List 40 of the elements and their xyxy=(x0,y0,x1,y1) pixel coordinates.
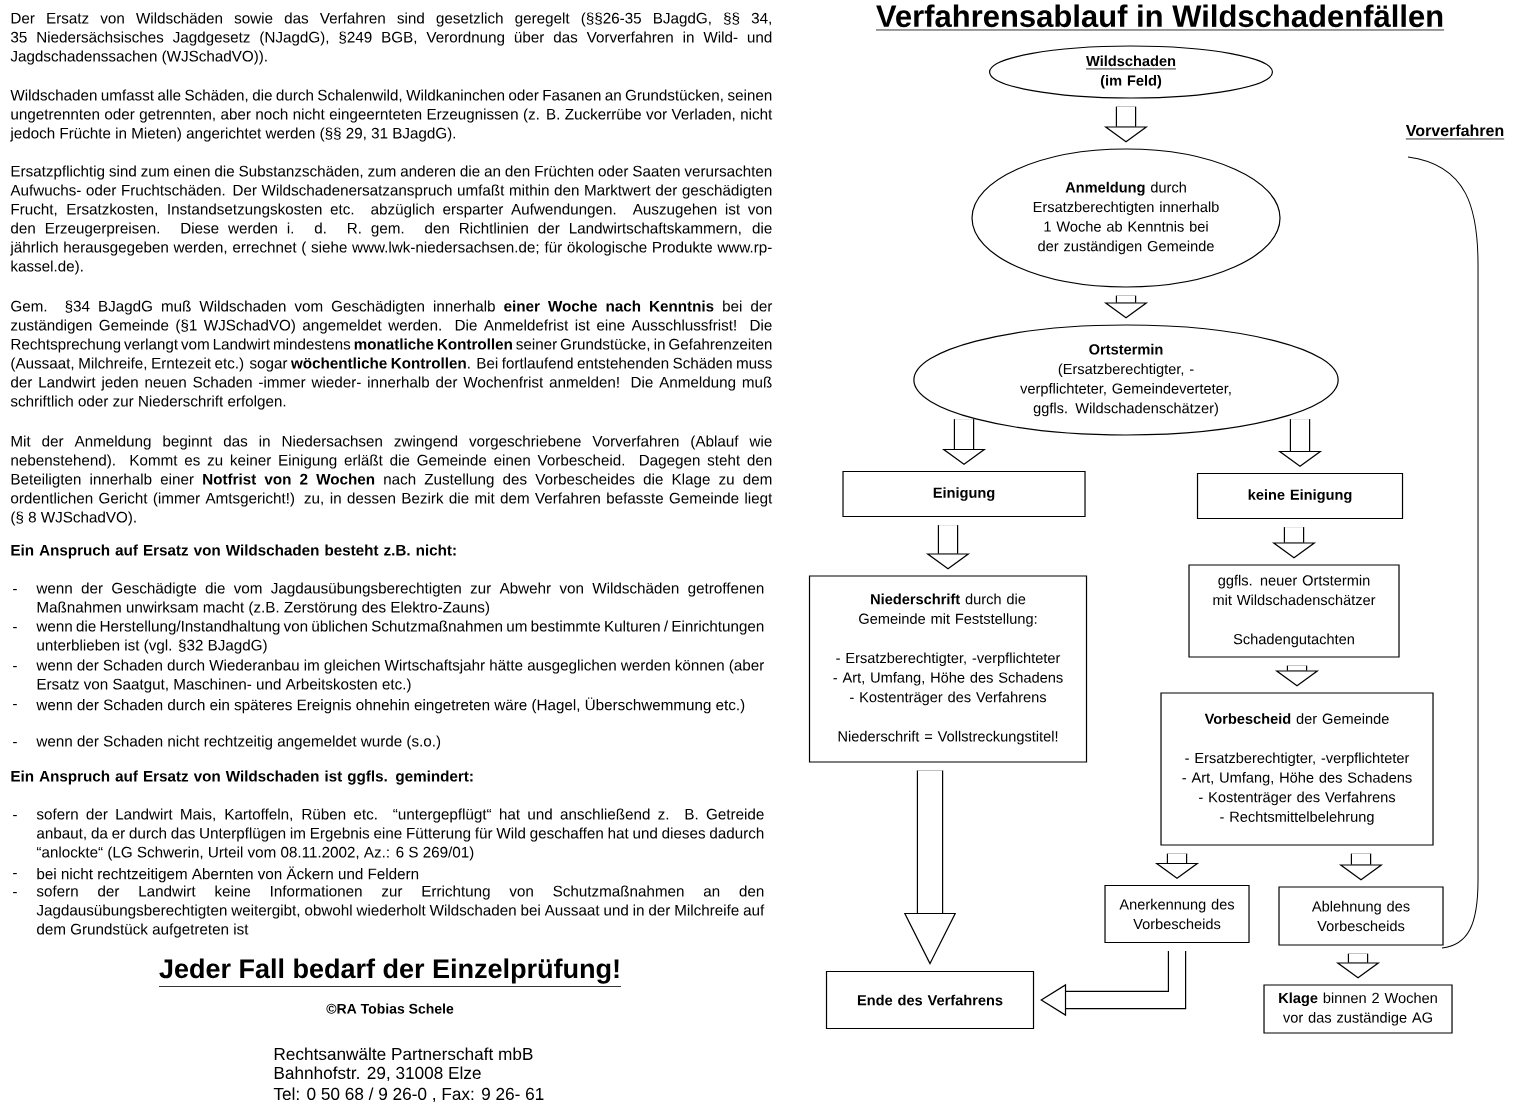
address-line: Tel: 0 50 68 / 9 26-0 , Fax: 9 26- 61 xyxy=(273,1087,544,1103)
list-item: wenn der Geschädigte die vom Jagdausübungsberechtigten zur Abwehr von Wildschäden getroffenen Maßnahmen unwirksam macht (z.B. Zerstörung des Elektro-Zauns) xyxy=(36,582,764,616)
list-item: wenn der Schaden durch Wiederanbau im gleichen Wirtschaftsjahr hätte ausgeglichen werden können (aber Ersatz von Saatgut, Maschinen- und Arbeitskosten etc.) xyxy=(36,659,764,693)
heading: Ein Anspruch auf Ersatz von Wildschaden ist ggfls. gemindert: xyxy=(11,770,473,785)
heading: Ein Anspruch auf Ersatz von Wildschaden besteht z.B. nicht: xyxy=(11,544,456,559)
paragraph: Gem. §34 BJagdG muß Wildschaden vom Geschädigten innerhalb einer Woche nach Kenntnis bei der zuständigen Gemeinde (§1 WJSchadVO) angemeldet werden. Die Anmeldefrist ist eine Ausschlussfrist! Die Rechtsprechung verlangt vom Landwirt mindestens monatliche Kontrollen seiner Grundstücke, in Gefahrenzeiten (Aussaat, Milchreife, Erntezeit etc.) sogar wöchentliche Kontrollen. Bei fortlaufend entstehenden Schäden muss der Landwirt jeden neuen Schaden -immer wieder- innerhalb der Wochenfrist anmelden! Die Anmeldung muß schriftlich oder zur Niederschrift erfolgen. xyxy=(10,300,773,410)
paragraph: Ersatzpflichtig sind zum einen die Substanzschäden, zum anderen die an den Früchten oder Saaten verursachten Aufwuchs- oder Fruchtschäden. Der Wildschadenersatzanspruch umfaßt mithin den Marktwert der geschädigten Frucht, Ersatzkosten, Instandsetzungskosten etc. abzüglich ersparter Aufwendungen. Auszugehen ist von den Erzeugerpreisen. Diese werden i. d. R. gem. den Richtlinien der Landwirtschaftskammern, die jährlich herausgegeben werden, errechnet ( siehe www.lwk-niedersachsen.de; für ökologische Produkte www.rp-kassel.de). xyxy=(10,165,772,275)
list-item: sofern der Landwirt keine Informationen zur Errichtung von Schutzmaßnahmen an den Jagdausübungsberechtigten weitergibt, obwohl wiederholt Wildschaden bei Aussaat und in der Milchreife auf dem Grundstück aufgetreten ist xyxy=(36,885,765,938)
process-box: Anerkennung des Vorbescheids xyxy=(1104,884,1250,944)
process-box: Ablehnung des Vorbescheids xyxy=(1278,886,1444,946)
paragraph: Wildschaden umfasst alle Schäden, die durch Schalenwild, Wildkaninchen oder Fasanen an Grundstücken, seinen ungetrennten oder getrennten, aber noch nicht eingeernteten Erzeugnissen (z. B. Zuckerrübe vor Verladen, nicht jedoch Früchte in Mieten) angerichtet werden (§§ 29, 31 BJagdG). xyxy=(10,89,773,142)
list-bullet: - xyxy=(13,665,17,668)
list-bullet: - xyxy=(13,741,17,744)
list-item: sofern der Landwirt Mais, Kartoffeln, Rüben etc. “untergepflügt“ hat und anschließend z. B. Getreide anbaut, da er durch das Unterpflügen im Ergebnis eine Fütterung für Wild geschaffen hat und dieses dadurch “anlockte“ (LG Schwerin, Urteil vom 08.11.2002, Az.: 6 S 269/01) xyxy=(36,808,764,861)
arrow xyxy=(1040,951,1187,1017)
address-line: Rechtsanwälte Partnerschaft mbB xyxy=(274,1047,533,1061)
process-box: Ende des Verfahrens xyxy=(825,970,1035,1030)
list-item: wenn die Herstellung/Instandhaltung von üblichen Schutzmaßnahmen um bestimmte Kulturen / Einrichtungen unterblieben ist (vgl. §32 BJagdG) xyxy=(36,620,764,654)
process-box: Niederschrift durch die Gemeinde mit Feststellung: - Ersatzberechtigter, -verpflichteter - Art, Umfang, Höhe des Schadens - Kostenträger des Verfahrens Niederschrift = Vollstreckungstitel! xyxy=(808,575,1088,763)
list-bullet: - xyxy=(13,872,17,875)
process-box: keine Einigung xyxy=(1196,472,1404,520)
paragraph: Der Ersatz von Wildschäden sowie das Verfahren sind gesetzlich geregelt (§§26-35 BJagdG, §§ 34, 35 Niedersächsisches Jagdgesetz (NJagdG), §249 BGB, Verordnung über das Vorverfahren in Wild- und Jagdschadenssachen (WJSchadVO)). xyxy=(10,12,772,65)
note-heading: Jeder Fall bedarf der Einzelprüfung! xyxy=(158,958,622,987)
list-bullet: - xyxy=(13,588,17,591)
list-item: wenn der Schaden nicht rechtzeitig angemeldet wurde (s.o.) xyxy=(36,735,441,750)
list-item: bei nicht rechtzeitigem Abernten von Äckern und Feldern xyxy=(37,866,419,883)
list-item: wenn der Schaden durch ein späteres Ereignis ohnehin eingetreten wäre (Hagel, Überschwemmung etc.) xyxy=(36,697,745,714)
list-bullet: - xyxy=(13,703,17,706)
process-box: ggfls. neuer Ortstermin mit Wildschadenschätzer Schadengutachten xyxy=(1188,564,1400,658)
paragraph: Mit der Anmeldung beginnt das in Niedersachsen zwingend vorgeschriebene Vorverfahren (Ablauf wie nebenstehend). Kommt es zu keiner Einigung erläßt die Gemeinde einen Vorbescheid. Dagegen steht den Beteiligten innerhalb einer Notfrist von 2 Wochen nach Zustellung des Vorbescheides die Klage zu dem ordentlichen Gericht (immer Amtsgericht!) zu, in dessen Bezirk die mit dem Verfahren befasste Gemeinde liegt (§ 8 WJSchadVO). xyxy=(11,435,773,526)
side-label: Vorverfahren xyxy=(1405,124,1505,140)
list-bullet: - xyxy=(13,626,17,629)
list-bullet: - xyxy=(13,891,17,894)
title: Verfahrensablauf in Wildschadenfällen xyxy=(875,4,1445,31)
copyright-line: ©RA Tobias Schele xyxy=(326,1003,454,1014)
process-box: Vorbescheid der Gemeinde - Ersatzberechtigter, -verpflichteter - Art, Umfang, Höhe des Schadens - Kostenträger des Verfahrens - Rechtsmittelbelehrung xyxy=(1160,692,1434,846)
process-box: Einigung xyxy=(842,470,1086,518)
process-box: Klage binnen 2 Wochen vor das zuständige AG xyxy=(1263,984,1453,1034)
address-line: Bahnhofstr. 29, 31008 Elze xyxy=(274,1066,481,1082)
list-bullet: - xyxy=(13,814,17,817)
